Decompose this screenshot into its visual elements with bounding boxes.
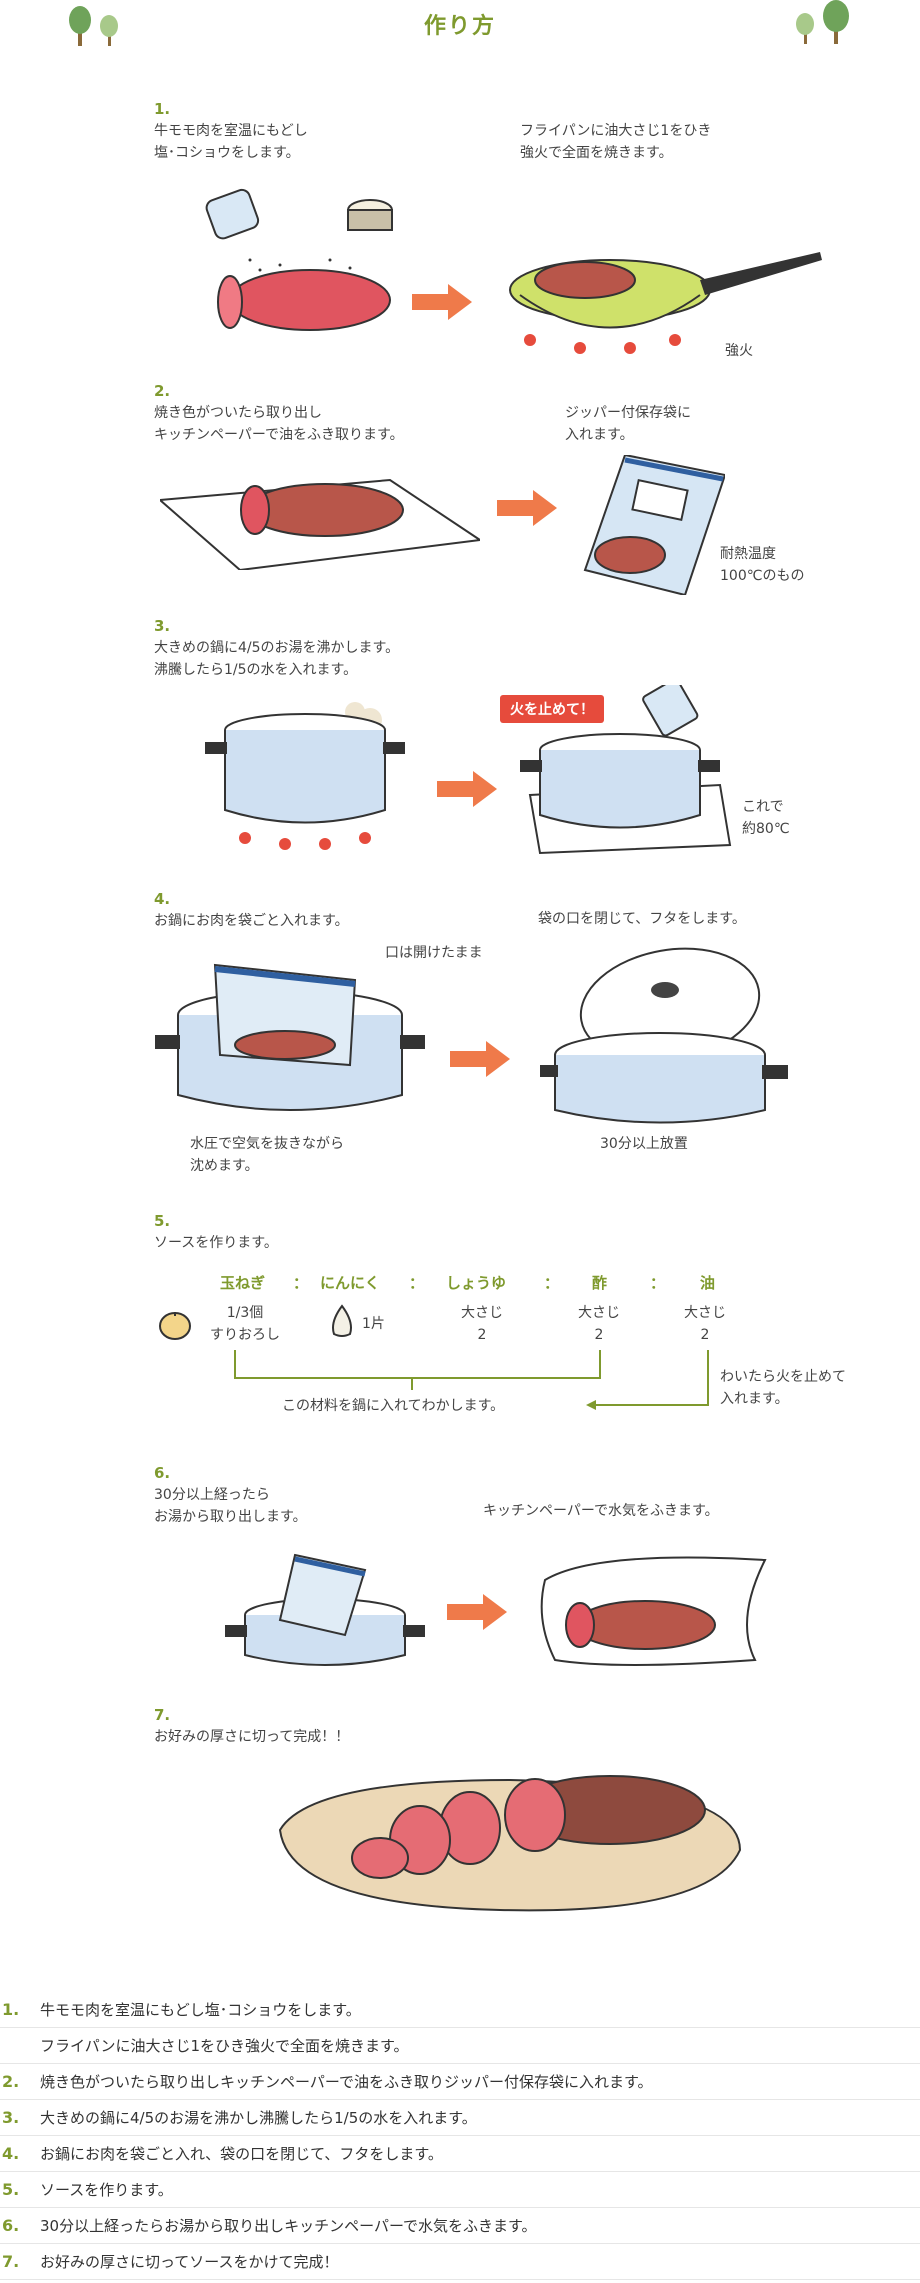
sauce-header-vinegar: 酢 [592, 1274, 608, 1292]
step-2-number: 2. [154, 382, 171, 400]
list-item-number: 2. [2, 2072, 20, 2091]
list-item: 3. 大きめの鍋に4/5のお湯を沸かし沸騰したら1/5の水を入れます。 [0, 2100, 920, 2136]
header-left-trees [68, 4, 124, 52]
list-item-text: 30分以上経ったらお湯から取り出しキッチンペーパーで水気をふきます。 [40, 2217, 537, 2235]
sauce-header-sep: ： [650, 1274, 666, 1292]
sauce-bracket-lines [230, 1350, 730, 1424]
onion-icon [157, 1306, 193, 1346]
header-right-trees [788, 0, 858, 52]
sauce-header-sep: ： [409, 1274, 425, 1292]
step-4-number: 4. [154, 890, 171, 908]
pot-pouring-water-illustration [520, 678, 740, 859]
list-item: フライパンに油大さじ1をひき強火で全面を焼きます。 [0, 2028, 920, 2064]
leave-open-label: 口は開けたまま [385, 945, 483, 961]
list-item-text: 焼き色がついたら取り出しキッチンペーパーで油をふき取りジッパー付保存袋に入れます… [40, 2073, 653, 2091]
list-item-text: 牛モモ肉を室温にもどし塩･コショウをします。 [40, 2001, 361, 2019]
sauce-header-sep: ： [293, 1274, 309, 1292]
water-pressure-note: 水圧で空気を抜きながら 沈めます。 [190, 1136, 344, 1174]
sauce-onion-amount: 1/3個 すりおろし [210, 1305, 280, 1343]
step-4-right-text: 袋の口を閉じて、フタをします。 [538, 911, 746, 927]
page-title: 作り方 [423, 14, 496, 39]
list-item-number: 1. [2, 2000, 20, 2019]
arrow-right-icon [437, 771, 497, 807]
sauce-garlic-amount: 1片 [362, 1316, 385, 1332]
sauce-header-oil: 油 [700, 1274, 716, 1292]
step-1-text: 牛モモ肉を室温にもどし 塩･コショウをします。 [154, 123, 308, 161]
zipper-bag-illustration [575, 453, 727, 599]
list-item: 2. 焼き色がついたら取り出しキッチンペーパーで油をふき取りジッパー付保存袋に入れ… [0, 2064, 920, 2100]
list-item-text: 大きめの鍋に4/5のお湯を沸かし沸騰したら1/5の水を入れます。 [40, 2109, 477, 2127]
step-7-number: 7. [154, 1706, 171, 1724]
list-item: 1. 牛モモ肉を室温にもどし塩･コショウをします。 [0, 1992, 920, 2028]
about-80c-label: これで 約80℃ [742, 799, 790, 837]
step-2-right-text: ジッパー付保存袋に 入れます。 [565, 405, 691, 443]
leave-30min-note: 30分以上放置 [600, 1136, 688, 1152]
list-item: 6. 30分以上経ったらお湯から取り出しキッチンペーパーで水気をふきます。 [0, 2208, 920, 2244]
list-item-number: 3. [2, 2108, 20, 2127]
list-item-number: 5. [2, 2180, 20, 2199]
sauce-header-sep: ： [544, 1274, 560, 1292]
heat-resistant-label: 耐熱温度 100℃のもの [720, 546, 805, 584]
step-6-right-text: キッチンペーパーで水気をふきます。 [483, 1503, 719, 1519]
sauce-soy-amount: 大さじ 2 [461, 1305, 503, 1343]
step-3-number: 3. [154, 617, 171, 635]
list-item-text: ソースを作ります。 [40, 2181, 173, 2199]
step-6-number: 6. [154, 1464, 171, 1482]
step-6-text: 30分以上経ったら お湯から取り出します。 [154, 1487, 307, 1525]
lidded-pot-illustration [540, 935, 790, 1139]
arrow-right-icon [412, 284, 472, 320]
bag-in-pot-illustration [155, 955, 425, 1129]
list-item-number: 4. [2, 2144, 20, 2163]
list-item-number: 6. [2, 2216, 20, 2235]
step-5-number: 5. [154, 1212, 171, 1230]
step-7-text: お好みの厚さに切って完成！！ [154, 1729, 350, 1745]
stop-heat-tag: 火を止めて！ [500, 695, 604, 723]
sauce-header-onion: 玉ねぎ [220, 1274, 266, 1292]
arrow-right-icon [447, 1594, 507, 1630]
strong-heat-label: 強火 [725, 343, 753, 359]
sauce-vinegar-amount: 大さじ 2 [578, 1305, 620, 1343]
step-4-text: お鍋にお肉を袋ごと入れます。 [154, 913, 349, 929]
remove-bag-illustration [225, 1545, 425, 1679]
sauce-header-soy: しょうゆ [446, 1274, 507, 1292]
garlic-icon [328, 1304, 356, 1342]
list-item-text: お鍋にお肉を袋ごと入れ、袋の口を閉じて、フタをします。 [40, 2145, 443, 2163]
boiling-pot-illustration [205, 700, 425, 854]
step-3-text: 大きめの鍋に4/5のお湯を沸かします。 沸騰したら1/5の水を入れます。 [154, 640, 400, 678]
step-1-number: 1. [154, 100, 171, 118]
list-item-number: 7. [2, 2252, 20, 2271]
summary-list: 1. 牛モモ肉を室温にもどし塩･コショウをします。 フライパンに油大さじ1をひき強… [0, 1992, 920, 2280]
step-2-text: 焼き色がついたら取り出し キッチンペーパーで油をふき取ります。 [154, 405, 404, 443]
paper-towel-meat-illustration [535, 1540, 775, 1684]
frying-pan-illustration [500, 240, 830, 364]
list-item: 7. お好みの厚さに切ってソースをかけて完成！ [0, 2244, 920, 2280]
sauce-oil-amount: 大さじ 2 [684, 1305, 726, 1343]
meat-seasoning-illustration [200, 180, 400, 344]
arrow-right-icon [450, 1041, 510, 1077]
step-5-text: ソースを作ります。 [154, 1235, 278, 1251]
step-1-right-text: フライパンに油大さじ1をひき 強火で全面を焼きます。 [520, 123, 712, 161]
sauce-header-garlic: にんにく [320, 1274, 380, 1292]
list-item-text: フライパンに油大さじ1をひき強火で全面を焼きます。 [40, 2037, 409, 2055]
list-item: 4. お鍋にお肉を袋ごと入れ、袋の口を閉じて、フタをします。 [0, 2136, 920, 2172]
list-item-text: お好みの厚さに切ってソースをかけて完成！ [40, 2253, 339, 2271]
sliced-roast-beef-illustration [270, 1740, 750, 1924]
list-item: 5. ソースを作ります。 [0, 2172, 920, 2208]
sauce-boil-note: わいたら火を止めて 入れます。 [720, 1369, 846, 1407]
sauce-mix-note: この材料を鍋に入れてわかします。 [282, 1398, 505, 1414]
meat-on-paper-illustration [157, 460, 483, 574]
arrow-right-icon [497, 490, 557, 526]
